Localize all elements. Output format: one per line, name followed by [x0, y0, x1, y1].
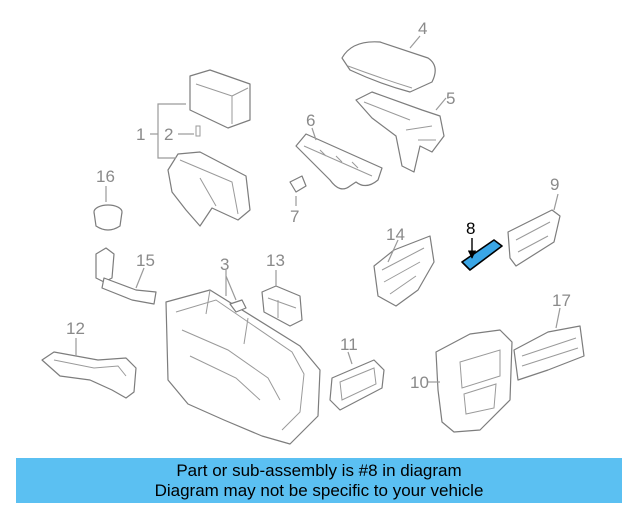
callout-7: 7 [290, 207, 299, 226]
part-4-armrest-lid [341, 35, 436, 93]
callout-11: 11 [340, 335, 358, 354]
callout-3: 3 [220, 255, 229, 274]
part-17-rear-vent [513, 307, 585, 381]
part-7-clip [289, 175, 307, 206]
callout-14: 14 [386, 225, 405, 244]
callout-2: 2 [164, 125, 173, 144]
part-6-console-bracket [295, 127, 383, 190]
callout-6: 6 [306, 111, 315, 130]
part-9-right-bracket [507, 193, 561, 267]
part-15-aux-module [95, 247, 157, 305]
callout-10: 10 [410, 373, 429, 392]
callout-1: 1 [136, 125, 145, 144]
part-14-side-bracket [373, 235, 435, 307]
banner-line-2: Diagram may not be specific to your vehi… [154, 480, 484, 500]
callout-5: 5 [446, 89, 455, 108]
callout-15: 15 [136, 251, 155, 270]
callout-4: 4 [418, 19, 427, 38]
info-banner: Part or sub-assembly is #8 in diagram Di… [16, 458, 622, 503]
part-3-console-body [165, 270, 321, 445]
callout-13: 13 [266, 251, 285, 270]
part-11-cover-panel [329, 351, 385, 411]
callout-12: 12 [66, 319, 85, 338]
part-10-rear-vent-panel [428, 329, 513, 433]
part-8-trim-panel-highlighted [461, 238, 503, 271]
callout-17: 17 [552, 291, 571, 310]
part-13-switch-panel [261, 270, 303, 327]
callout-8: 8 [466, 219, 475, 238]
callout-9: 9 [550, 175, 559, 194]
banner-line-1: Part or sub-assembly is #8 in diagram [176, 460, 462, 480]
part-12-air-duct [41, 338, 137, 399]
callout-16: 16 [96, 167, 115, 186]
part-1-console-bin [157, 69, 251, 227]
part-16-cup-holder [93, 186, 123, 231]
part-5-armrest-hinge [355, 91, 447, 173]
